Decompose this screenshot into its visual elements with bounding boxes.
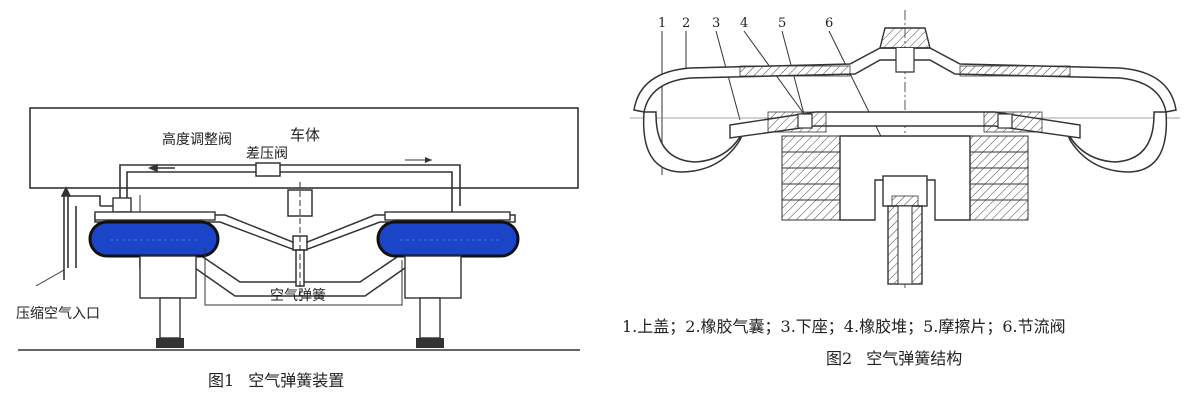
rubber-stack-left <box>781 135 841 221</box>
figure-2-number: 图2 <box>826 349 853 368</box>
figure-1-air-spring-device: 车体 高度调整阀 差压阀 <box>16 107 580 391</box>
figure-2-drawing: 1 2 3 4 5 6 <box>630 10 1180 288</box>
rubber-bellows-right <box>1064 111 1168 173</box>
top-cover <box>633 47 1177 113</box>
air-spring-label: 空气弹簧 <box>270 288 326 304</box>
part-number-1: 1 <box>658 16 666 31</box>
figure-2-caption: 图2 空气弹簧结构 <box>826 345 962 369</box>
left-spring-assembly <box>88 211 220 348</box>
figure-2-title: 空气弹簧结构 <box>866 349 963 368</box>
height-valve <box>112 197 132 213</box>
rubber-stack-right <box>969 135 1029 221</box>
lower-seat-hatch-left <box>767 111 827 133</box>
rubber-bellows-left <box>642 111 746 173</box>
part-number-labels: 1 2 3 4 5 6 <box>658 16 833 31</box>
car-body-label: 车体 <box>290 126 320 144</box>
figure-2-legend: 1.上盖；2.橡胶气囊；3.下座；4.橡胶堆；5.摩擦片；6.节流阀 <box>622 317 1066 336</box>
figure-1-number: 图1 <box>208 371 235 390</box>
figure-1-caption: 图1 空气弹簧装置 <box>208 367 344 391</box>
car-body <box>29 107 579 189</box>
left-air-spring <box>88 220 220 258</box>
diff-pressure-valve <box>255 162 281 177</box>
height-valve-label: 高度调整阀 <box>162 131 232 148</box>
top-cover-hatch-right <box>959 65 1071 77</box>
air-inlet-label: 压缩空气入口 <box>16 306 100 322</box>
diff-pressure-valve-label: 差压阀 <box>246 146 288 162</box>
figure-1-title: 空气弹簧装置 <box>248 371 345 390</box>
part-number-5: 5 <box>778 16 786 31</box>
part-number-6: 6 <box>825 16 833 31</box>
top-fitting <box>879 27 931 49</box>
air-spring-leader <box>204 248 403 306</box>
lower-seat-hatch-right <box>983 111 1043 133</box>
figure-2-air-spring-structure: 1 2 3 4 5 6 <box>600 0 1200 400</box>
part-number-3: 3 <box>712 16 720 31</box>
right-air-spring <box>376 220 520 258</box>
part-number-4: 4 <box>740 16 748 31</box>
friction-plate-left <box>797 113 813 129</box>
right-spring-assembly <box>376 211 520 348</box>
part-number-2: 2 <box>682 16 690 31</box>
top-cover-hatch-left <box>739 65 851 77</box>
figure-1-drawing: 车体 高度调整阀 差压阀 <box>16 107 580 351</box>
friction-plate-right <box>997 113 1013 129</box>
